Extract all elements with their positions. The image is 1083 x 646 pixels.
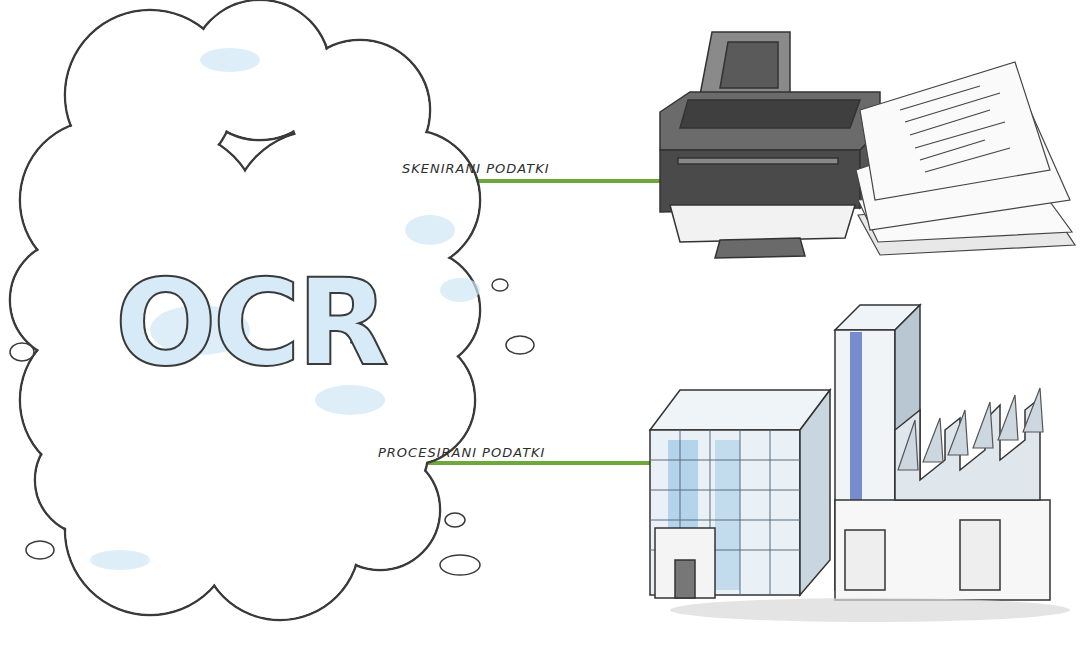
scanner-illustration xyxy=(660,32,880,258)
line-label: SKENIRANI PODATKI xyxy=(402,162,550,175)
ocr-cloud: OCR xyxy=(0,0,500,646)
paper-stack xyxy=(856,62,1075,255)
building-illustration xyxy=(650,305,1070,622)
line-label: PROCESIRANI PODATKI xyxy=(378,446,545,459)
cloud-title: OCR xyxy=(115,263,385,383)
